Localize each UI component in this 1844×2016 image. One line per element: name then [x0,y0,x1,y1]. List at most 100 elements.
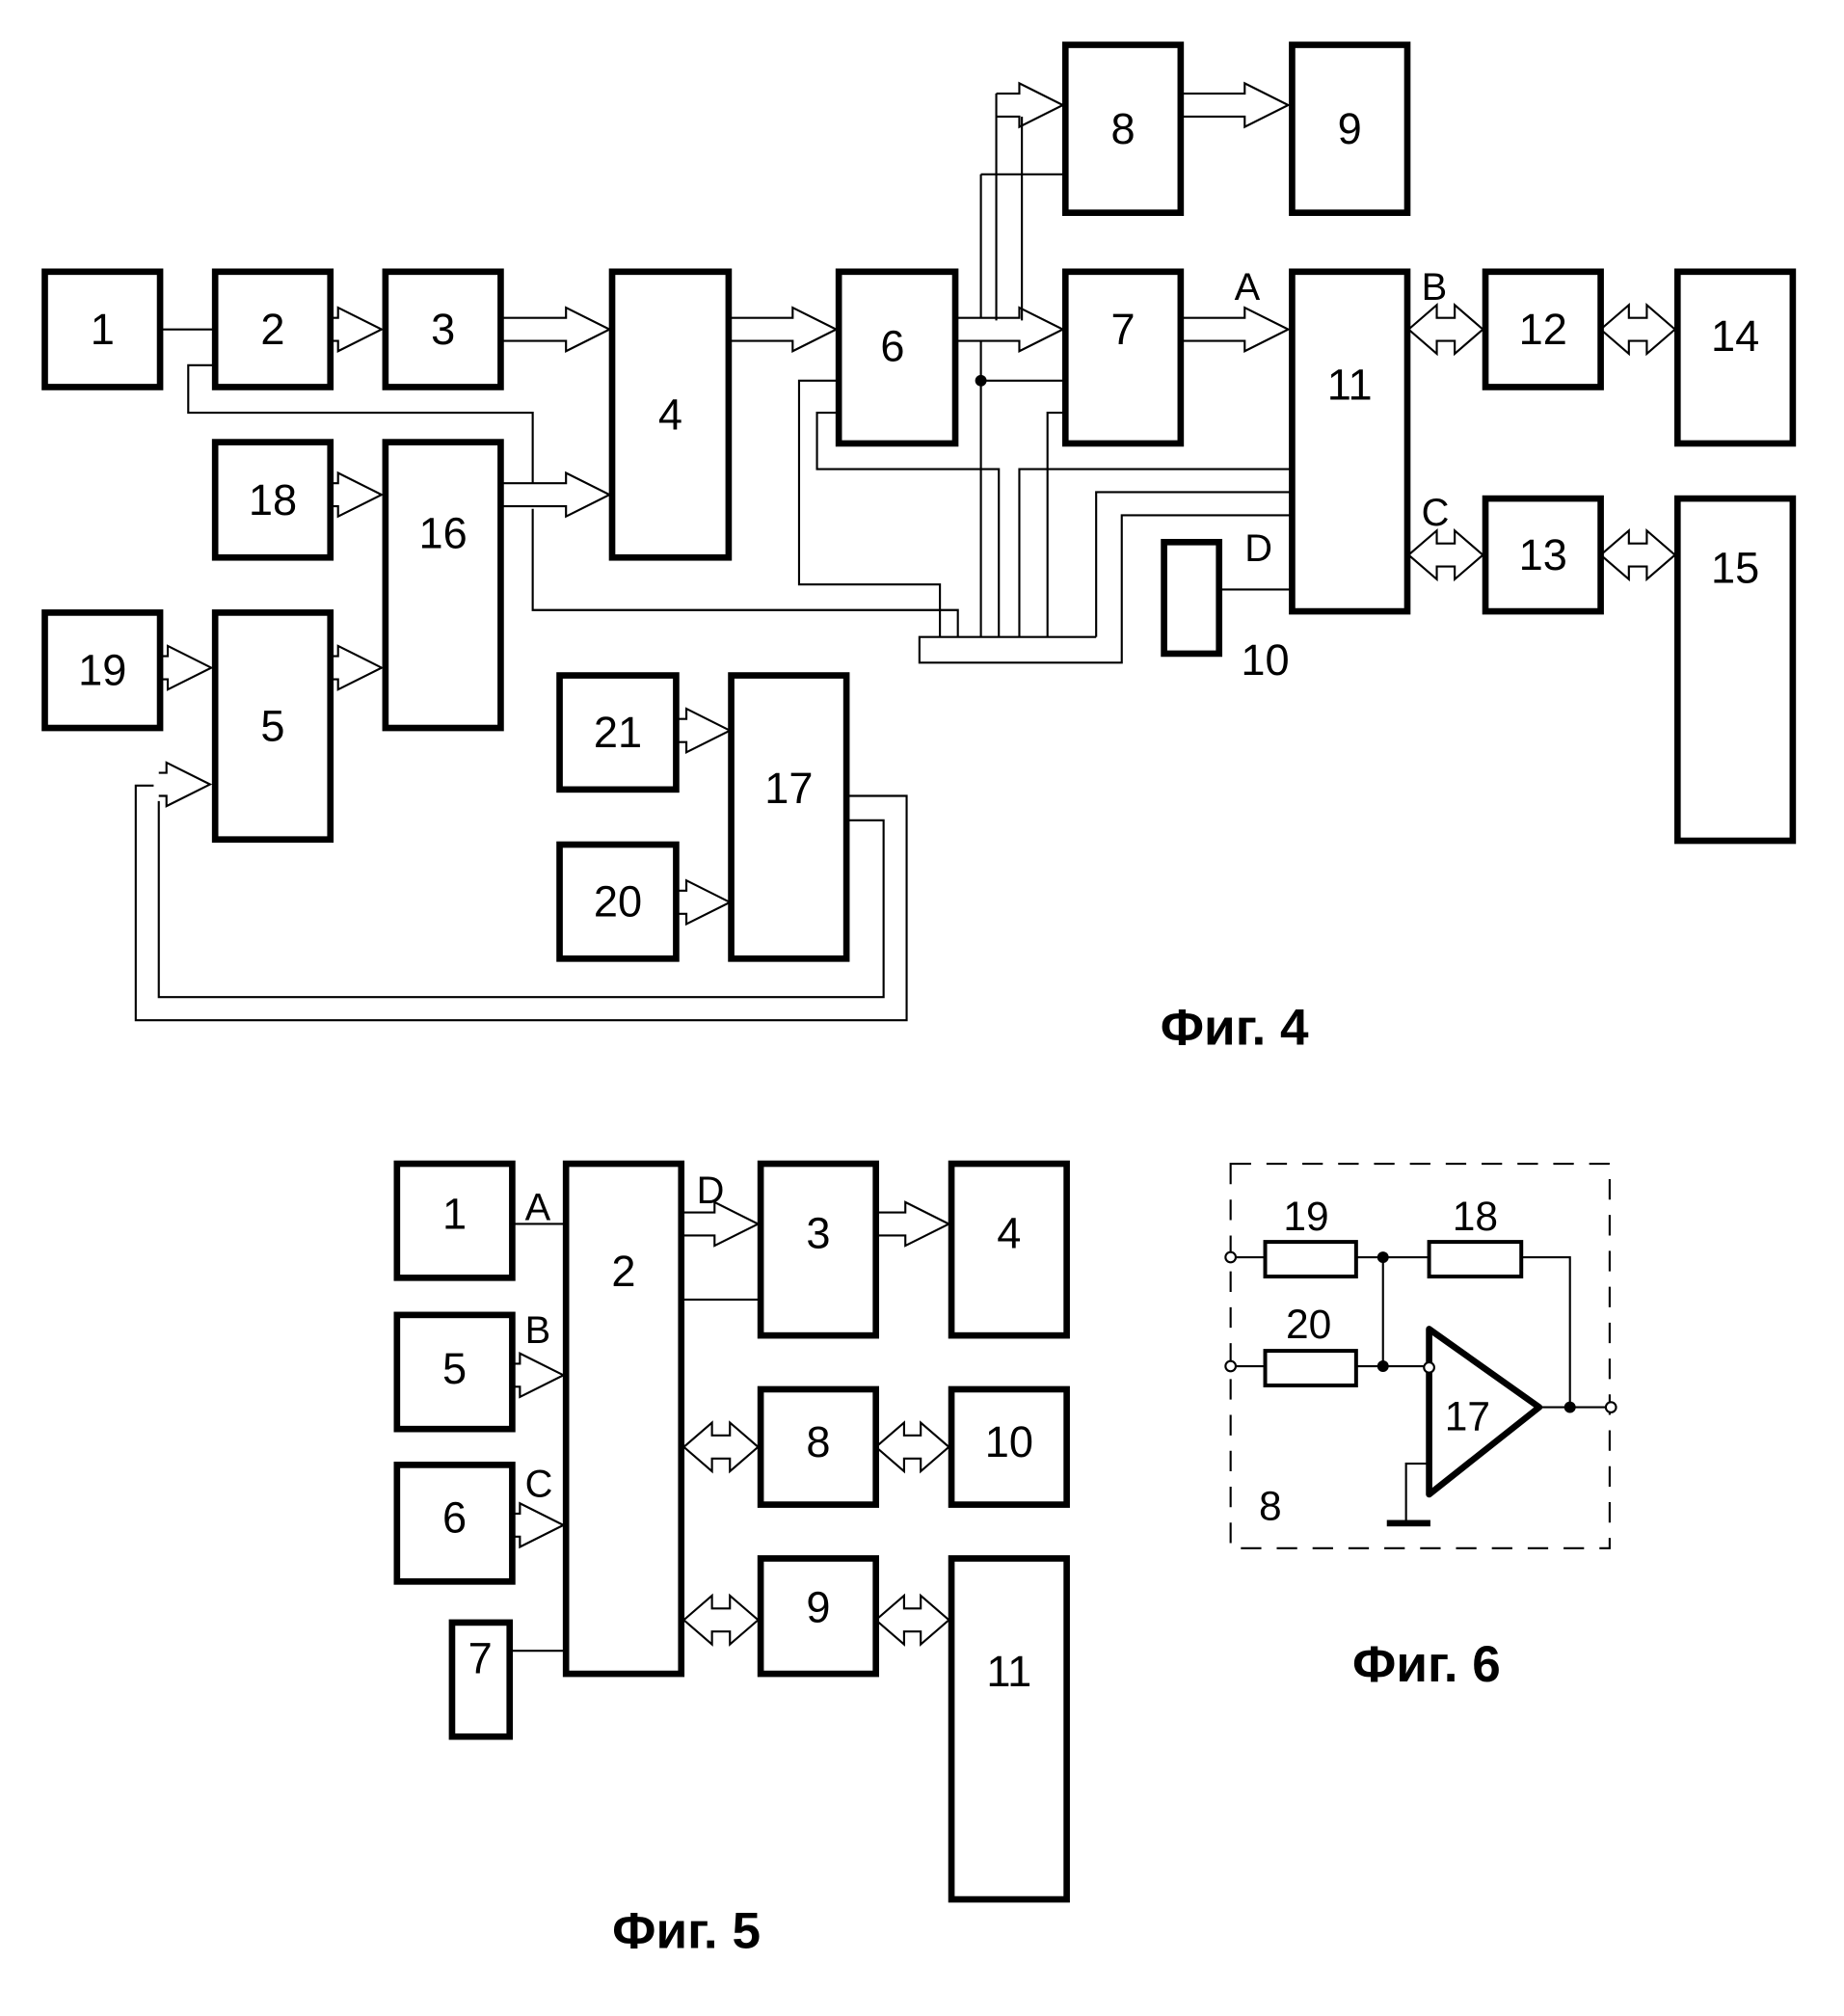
block-10-label: 10 [1241,635,1289,685]
bidirectional-bus-2-9 [681,1593,761,1647]
bidirectional-bus-12-14 [1598,303,1677,357]
block-3 [757,1160,879,1339]
block-19-label: 19 [78,646,126,695]
input-terminal-2 [1224,1359,1238,1373]
signal-label-A: A [525,1186,551,1228]
figure-6-caption: Фиг. 6 [1352,1636,1501,1693]
block-11-label: 11 [986,1647,1031,1696]
block-1-label: 1 [442,1189,467,1238]
block-8 [757,1385,879,1508]
block-8-label: 8 [806,1417,830,1466]
block-14-label: 14 [1711,311,1759,361]
junction-node [1376,1251,1389,1264]
block-20 [556,841,680,962]
figure-caption: Фиг. 4 [1161,999,1309,1056]
block-6 [835,268,959,447]
block-3-label: 3 [431,305,455,354]
block-9-label: 9 [1338,104,1362,153]
wire-11-bus-2 [1095,491,1294,637]
bus-arrow-20-17 [679,878,733,927]
block-19 [41,609,164,732]
bus-arrow-18-16 [330,470,385,519]
bidirectional-bus-11-12 [1406,303,1484,357]
block-21 [556,672,680,793]
input-terminal-1 [1224,1250,1238,1264]
bidirectional-bus-8-10 [874,1420,951,1474]
block-9-label: 9 [806,1582,830,1631]
block-4-label: 4 [997,1208,1021,1257]
bus-arrow-17-5 [158,761,213,808]
resistor-19-label: 19 [1283,1195,1328,1240]
resistor-20-label: 20 [1286,1303,1331,1348]
wire-2-16 [187,363,534,485]
signal-label-B: B [1422,266,1448,309]
ground-symbol [1386,1519,1430,1527]
block-1-label: 1 [91,305,115,354]
wire-11-bus-1 [1018,468,1294,637]
block-5 [211,609,334,844]
junction-node [1563,1401,1576,1413]
bus-arrow-6-7 [955,306,1066,353]
resistor-18-label: 18 [1453,1195,1498,1240]
block-3 [382,268,504,390]
wire-11-bus-3 [918,514,1294,664]
signal-label-C: C [525,1464,553,1506]
bidirectional-bus-9-11 [874,1593,951,1647]
bidirectional-bus-13-15 [1598,528,1677,582]
wire-6-bus-2 [815,411,1001,637]
block-1 [393,1160,516,1281]
block-18-label: 18 [249,475,297,524]
block-4 [608,268,733,561]
bus-arrow-3-4 [501,306,612,353]
block-3-label: 3 [806,1208,830,1257]
bus-arrow-6-8 [996,81,1066,129]
bus-arrow-5-16 [330,644,385,691]
wire-6-bus [797,379,942,637]
bidirectional-bus-11-13 [1406,528,1484,582]
block-13 [1482,495,1604,615]
block-21-label: 21 [594,708,642,757]
opamp-input-terminal [1423,1360,1435,1374]
signal-label-C: C [1422,492,1450,534]
junction-node [975,374,987,387]
figure-caption: Фиг. 5 [612,1903,761,1960]
enclosure-8-label: 8 [1259,1485,1282,1530]
bus-arrow-8-9 [1180,81,1291,129]
wire-16-bus [531,508,959,637]
wire-6-bus-3 [955,319,982,637]
block-7-label: 7 [468,1634,493,1683]
block-17 [728,672,850,962]
block-6-label: 6 [880,321,904,370]
bus-arrow-5-2 [512,1352,566,1399]
block-4 [948,1160,1070,1339]
block-12-label: 12 [1519,305,1567,354]
bus-arrow-19-5 [160,644,214,691]
block-2-label: 2 [611,1247,635,1296]
output-terminal [1604,1401,1617,1413]
bus-arrow-6-2 [512,1501,566,1549]
block-9 [757,1555,879,1678]
block-2-label: 2 [260,305,284,354]
ground-wire [1404,1463,1429,1523]
block-4-label: 4 [658,390,682,440]
block-14 [1673,268,1797,447]
resistor-19 [1263,1240,1358,1278]
block-15-label: 15 [1711,543,1759,592]
block-9 [1289,41,1411,216]
block-5 [393,1311,516,1433]
feedback-wire [1521,1255,1571,1408]
block-2 [211,268,334,390]
feedback-17-5-outer [134,784,908,1022]
bus-6-8-trunk [995,94,1024,321]
block-8-label: 8 [1111,104,1136,153]
block-2 [562,1160,685,1678]
junction-node [1376,1360,1389,1373]
block-7-label: 7 [1111,305,1136,354]
block-6 [393,1462,516,1585]
block-10-label: 10 [985,1417,1033,1466]
signal-label-D: D [697,1169,725,1212]
block-17-label: 17 [764,764,813,813]
bus-arrow-4-6 [728,306,839,353]
block-13-label: 13 [1519,530,1567,579]
